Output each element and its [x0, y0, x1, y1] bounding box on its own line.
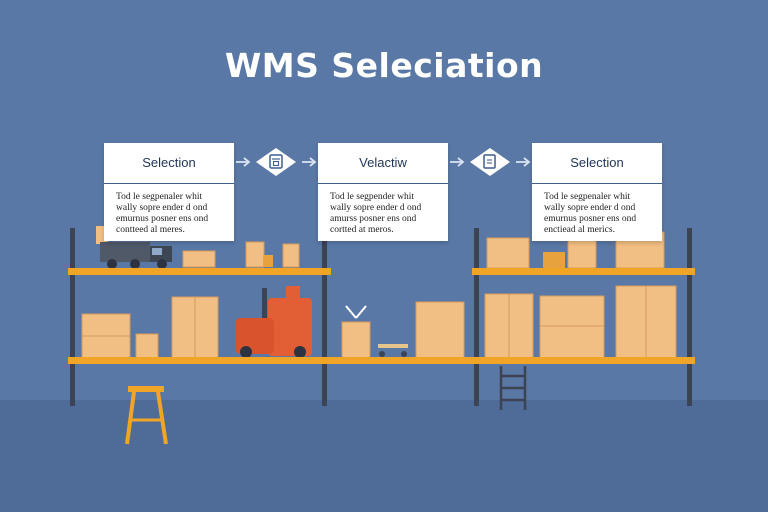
step-card-text-line: emurnus posner ens ond [544, 214, 637, 224]
upper-shelves [68, 268, 695, 275]
step-card-heading: Velactiw [318, 143, 448, 184]
lower-shelf-items [81, 285, 677, 359]
step-card-text-line: enctiead al merics. [544, 225, 615, 235]
step-card-text-line: wally sopre ender d ond [116, 203, 208, 213]
lower-shelves [68, 357, 695, 364]
arrow-right-icon [302, 157, 317, 167]
rack-posts [70, 228, 692, 406]
step-card-text-line: Tod le segpender whit [330, 192, 415, 202]
step-stool-icon [125, 386, 168, 445]
step-card-heading: Selection [532, 143, 662, 184]
step-card-text-line: Tod le segpenaler whit [116, 192, 203, 202]
step-card-text-line: wally sopre ender d ond [544, 203, 636, 213]
document-icon [470, 148, 510, 176]
diagram-title: WMS Seleciation [224, 46, 544, 85]
forklift-icon [236, 286, 312, 358]
step-card-2: Velactiw Tod le segpender whit wally sop… [318, 143, 448, 241]
step-card-1: Selection Tod le segpenaler whit wally s… [104, 143, 234, 241]
step-connector-1 [236, 148, 317, 176]
step-card-3: Selection Tod le segpenaler whit wally s… [532, 143, 662, 241]
arrow-right-icon [236, 157, 251, 167]
pallet-jack-icon [345, 305, 408, 357]
step-card-text-line: cortted at meros. [330, 225, 394, 235]
step-card-text-line: wally sopre ender d ond [330, 203, 422, 213]
step-card-text-line: amurss posner ens ond [330, 214, 417, 224]
warehouse-floor [0, 400, 768, 512]
step-card-text: Tod le segpender whit wally sopre ender … [318, 184, 448, 241]
step-card-text: Tod le segpenaler whit wally sopre ender… [532, 184, 662, 241]
archive-box-icon [256, 148, 296, 176]
step-card-text-line: contteed al meres. [116, 225, 185, 235]
step-card-text-line: Tod le segpenaler whit [544, 192, 631, 202]
ladder-icon [499, 366, 527, 410]
step-connector-2 [450, 148, 531, 176]
arrow-right-icon [516, 157, 531, 167]
step-card-heading: Selection [104, 143, 234, 184]
arrow-right-icon [450, 157, 465, 167]
step-card-text: Tod le segpenaler whit wally sopre ender… [104, 184, 234, 241]
step-card-text-line: emurnus posner ens ond [116, 214, 209, 224]
